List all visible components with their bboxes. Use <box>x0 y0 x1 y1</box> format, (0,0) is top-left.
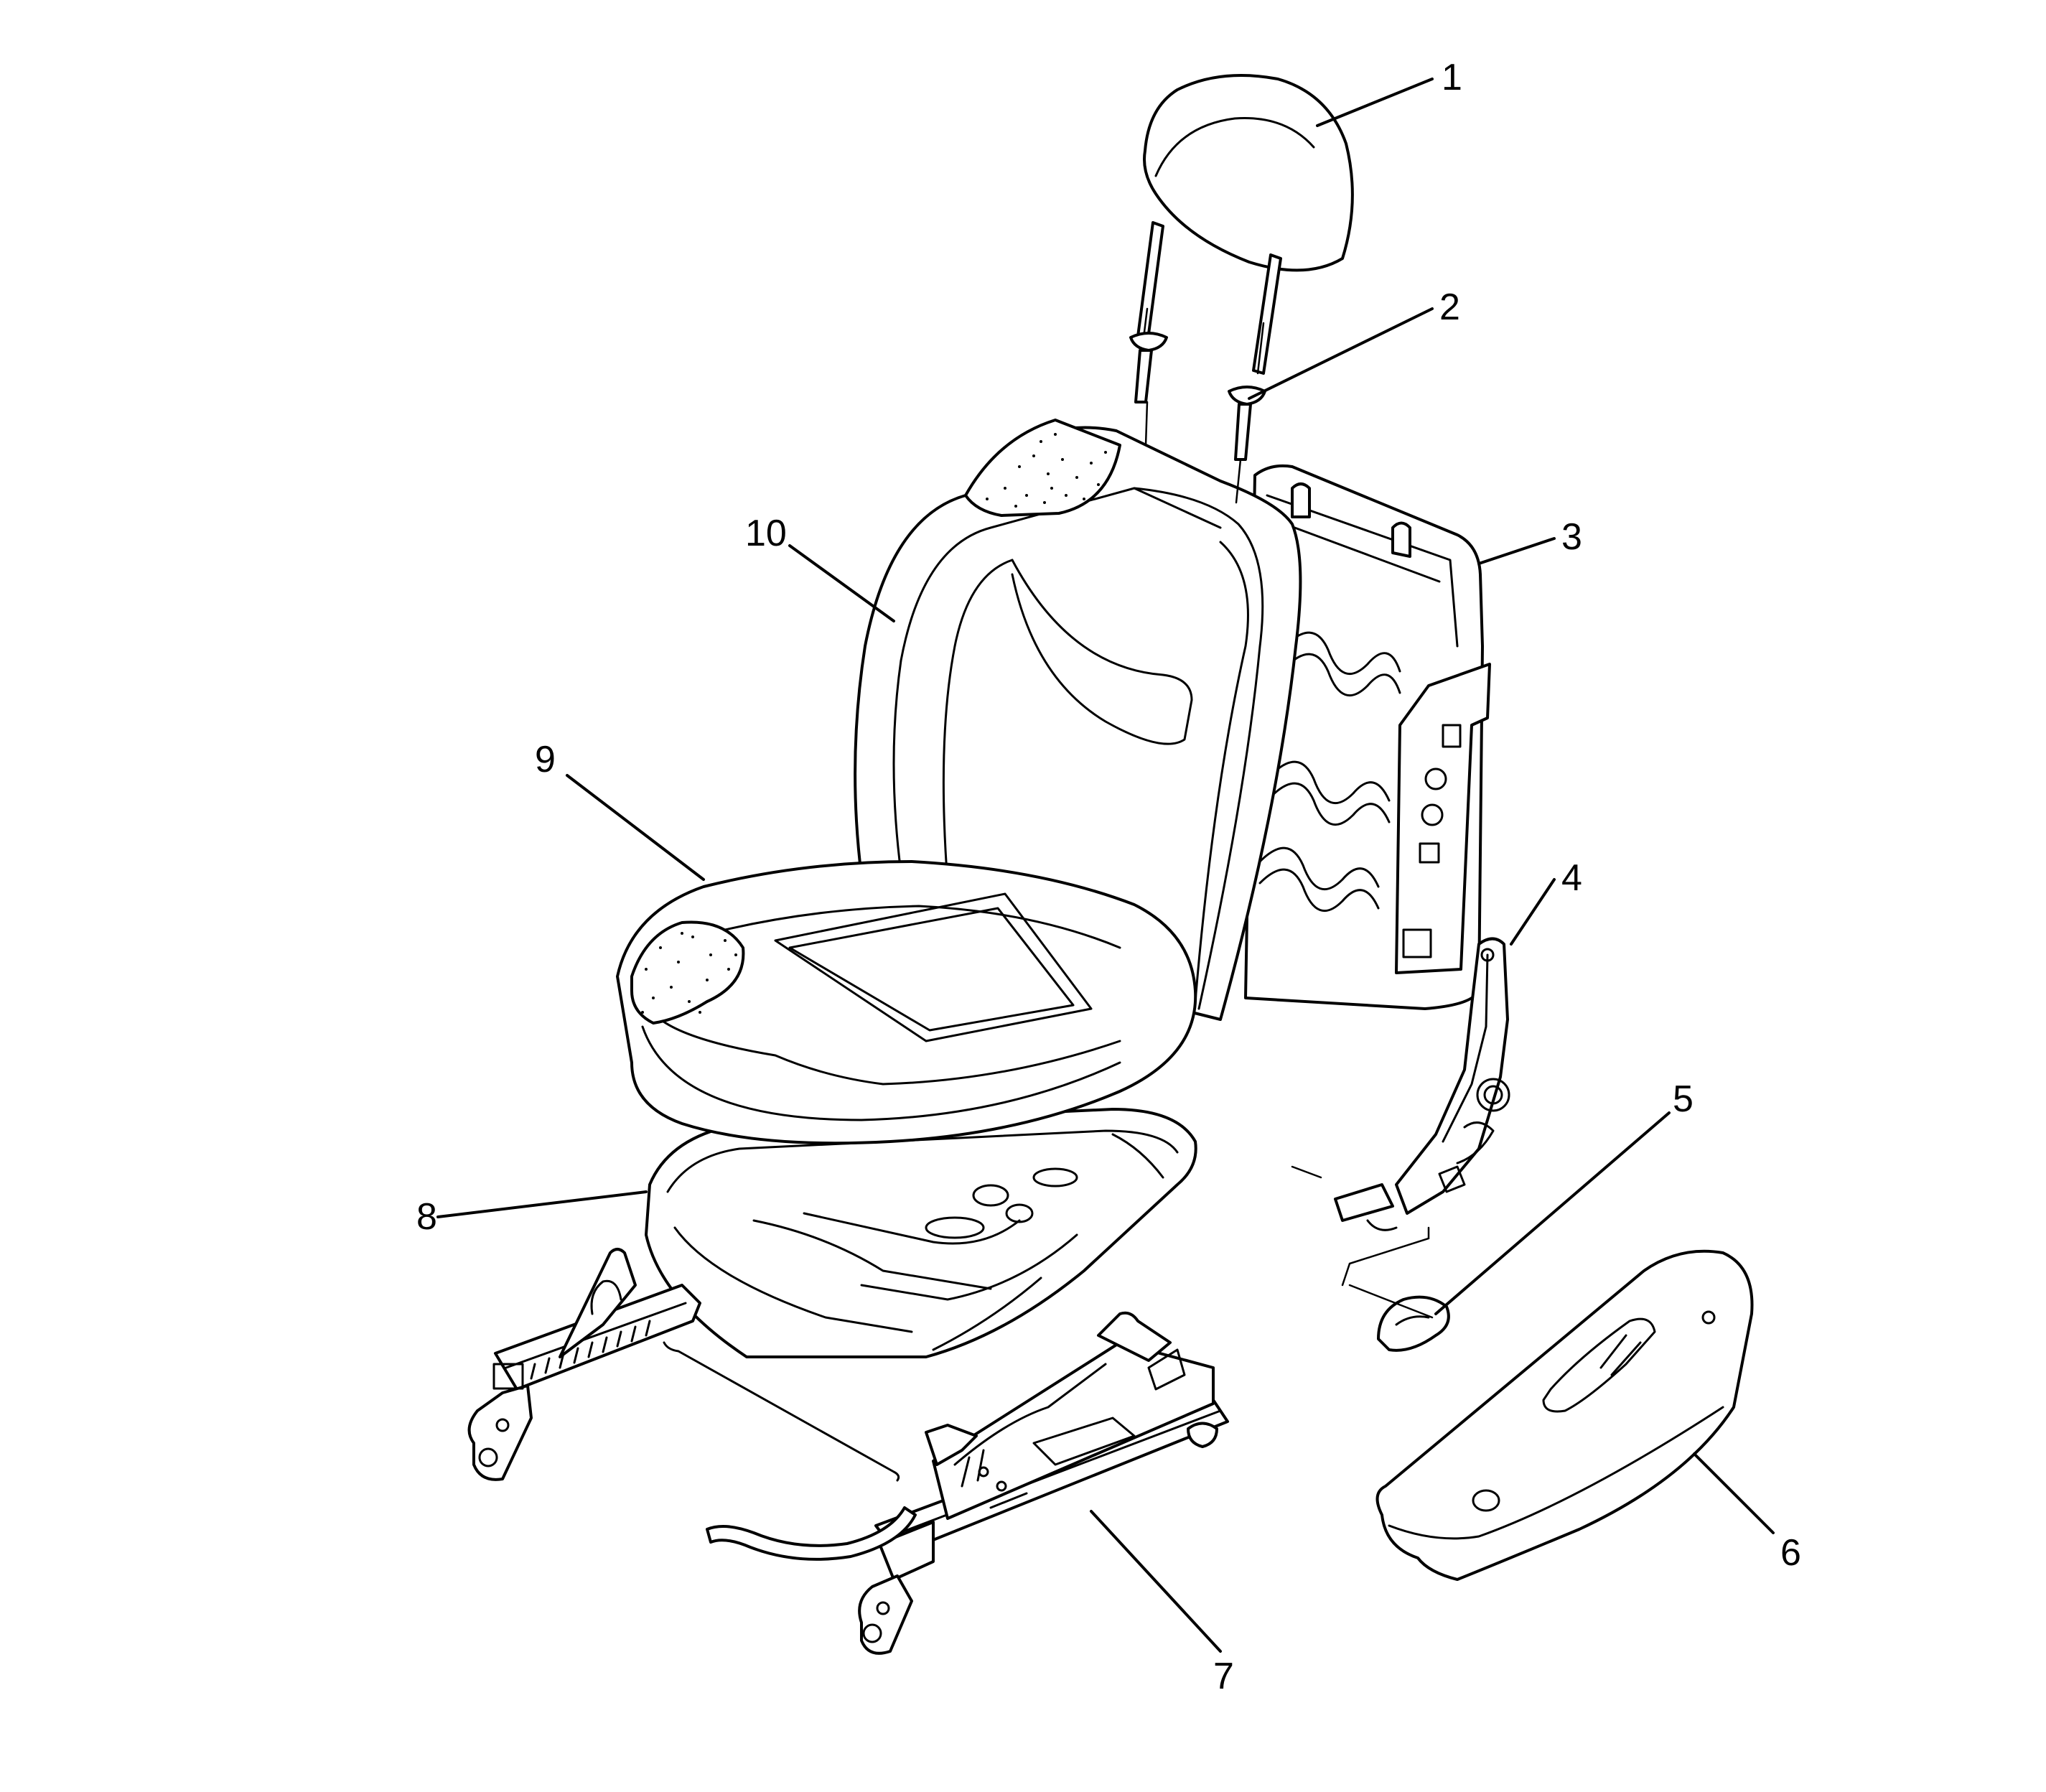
callout-4: 4 <box>1561 857 1582 899</box>
seat-track-left <box>467 1248 701 1481</box>
callout-labels: 1 2 3 4 5 6 7 8 9 10 <box>416 57 1801 1697</box>
callout-3: 3 <box>1561 516 1582 558</box>
seatback-frame <box>1244 464 1491 1010</box>
seat-side-shield <box>1375 1249 1754 1581</box>
headrest-guides <box>1129 332 1266 504</box>
callout-8: 8 <box>416 1196 437 1238</box>
callout-9: 9 <box>535 739 556 780</box>
headrest <box>1136 74 1354 375</box>
callout-5: 5 <box>1673 1078 1694 1120</box>
callout-2: 2 <box>1439 286 1460 328</box>
spring-wire <box>663 1341 900 1482</box>
callout-7: 7 <box>1213 1656 1234 1697</box>
seatback-stipple <box>986 433 1107 508</box>
callout-10: 10 <box>745 513 787 554</box>
callout-6: 6 <box>1780 1532 1801 1574</box>
seat-adjuster-track <box>858 1311 1229 1655</box>
adjuster-towel-bar <box>706 1506 917 1561</box>
recliner-handle <box>1341 1226 1450 1352</box>
seat-cushion <box>616 860 1197 1145</box>
seat-cushion-frame <box>645 1108 1197 1358</box>
recliner-mechanism <box>1291 937 1510 1231</box>
cushion-stipple <box>641 932 737 1014</box>
callout-1: 1 <box>1442 57 1462 98</box>
leader-lines <box>436 78 1775 1653</box>
